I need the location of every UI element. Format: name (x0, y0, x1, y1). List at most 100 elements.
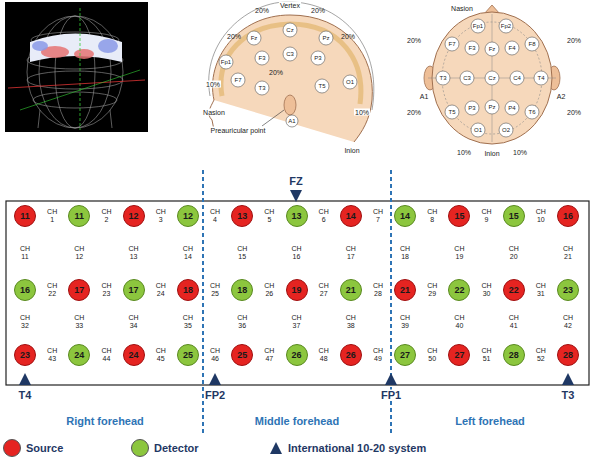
measure-arc (209, 2, 374, 110)
electrode-sites (436, 19, 548, 137)
electrode-label: P3 (314, 55, 321, 61)
detector-optode: 12 (177, 205, 199, 227)
optode-number: 12 (129, 211, 139, 221)
electrode-label: A1 (288, 118, 295, 124)
electrode-label: O1 (346, 79, 354, 85)
optode-number: 17 (129, 285, 139, 295)
landmark-label: Inion (343, 147, 360, 154)
axis-line (8, 80, 145, 88)
optode-number: 16 (20, 285, 30, 295)
channel-label: CH 30 (481, 282, 491, 298)
percent-label: 10% (456, 149, 472, 156)
detector-optode: 18 (231, 279, 253, 301)
electrode-label: Cz (286, 27, 293, 33)
electrode-label: C3 (286, 51, 294, 57)
channel-label: CH 7 (373, 208, 383, 224)
channel-label: CH 4 (210, 208, 220, 224)
channel-label: CH 3 (156, 208, 166, 224)
detector-optode: 14 (394, 205, 416, 227)
detector-optode: 22 (448, 279, 470, 301)
channel-label: CH 29 (427, 282, 437, 298)
electrode-label: F3 (468, 45, 475, 51)
channel-label: CH 52 (536, 347, 546, 363)
channel-label: CH 46 (210, 347, 220, 363)
channel-label: CH 47 (264, 347, 274, 363)
optode-number: 28 (563, 350, 573, 360)
optode-number: 25 (183, 350, 193, 360)
electrode-label: Fp1 (473, 23, 483, 29)
landmark-triangle (385, 373, 397, 385)
detector-optode: 11 (68, 205, 90, 227)
landmark-triangle (290, 190, 302, 202)
electrode-label: Fp1 (221, 59, 231, 65)
electrode-label: O1 (474, 127, 482, 133)
channel-label: CH 14 (183, 245, 193, 261)
source-optode: 16 (557, 205, 579, 227)
source-optode: 21 (394, 279, 416, 301)
electrode-sites (219, 23, 357, 127)
optode-number: 21 (400, 285, 410, 295)
detector-optode: 15 (503, 205, 525, 227)
axis-line (80, 8, 81, 130)
optode-number: 14 (346, 211, 356, 221)
channel-label: CH 27 (319, 282, 329, 298)
landmark-label: T4 (18, 390, 33, 401)
skull-band (221, 24, 361, 104)
channel-label: CH 8 (427, 208, 437, 224)
electrode-label: F3 (258, 55, 265, 61)
percent-label: 20% (566, 109, 582, 116)
optode-number: 26 (291, 350, 301, 360)
optode-number: 23 (20, 350, 30, 360)
activation-blob (98, 39, 118, 53)
optode-number: 28 (509, 350, 519, 360)
electrode-label: P4 (508, 105, 515, 111)
optode-number: 12 (183, 211, 193, 221)
optode-number: 17 (74, 285, 84, 295)
region-label: Left forehead (455, 416, 525, 427)
channel-label: CH 32 (20, 314, 30, 330)
landmark-label: Nasion (202, 109, 226, 116)
percent-label: 20% (255, 7, 269, 14)
optode-number: 15 (509, 211, 519, 221)
source-optode: 11 (14, 205, 36, 227)
legend-swatch (131, 439, 149, 457)
optode-number: 16 (563, 211, 573, 221)
detector-optode: 23 (557, 279, 579, 301)
landmark-triangle (19, 373, 31, 385)
channel-label: CH 49 (373, 347, 383, 363)
channel-label: CH 48 (319, 347, 329, 363)
landmark-label: Preauricular point (210, 127, 267, 134)
electrode-label: F4 (508, 45, 515, 51)
source-optode: 19 (286, 279, 308, 301)
percent-label: 20% (406, 37, 422, 44)
electrode-label: T5 (448, 109, 455, 115)
region-label: Right forehead (66, 416, 144, 427)
optode-number: 25 (237, 350, 247, 360)
electrode-label: Pz (322, 35, 329, 41)
electrode-label: F7 (448, 41, 455, 47)
source-optode: 24 (123, 344, 145, 366)
landmark-label: Vertex (279, 2, 301, 9)
source-optode: 14 (340, 205, 362, 227)
channel-label: CH 9 (481, 208, 491, 224)
electrode-label: A1 (419, 93, 430, 100)
wireframe-head (27, 16, 123, 128)
channel-label: CH 1 (47, 208, 57, 224)
percent-label: 10% (354, 109, 370, 116)
percent-label: 10% (205, 81, 221, 88)
channel-label: CH 5 (264, 208, 274, 224)
electrode-label: T3 (258, 85, 265, 91)
source-optode: 17 (68, 279, 90, 301)
optode-number: 22 (454, 285, 464, 295)
electrode-label: T4 (537, 75, 544, 81)
source-optode: 22 (503, 279, 525, 301)
channel-label: CH 37 (291, 314, 301, 330)
channel-label: CH 24 (156, 282, 166, 298)
channel-label: CH 40 (454, 314, 464, 330)
percent-label: 20% (406, 109, 422, 116)
legend-text: Detector (154, 443, 199, 454)
source-optode: 25 (231, 344, 253, 366)
electrode-label: Cz (488, 75, 495, 81)
detector-optode: 24 (68, 344, 90, 366)
head-profile (213, 15, 373, 142)
